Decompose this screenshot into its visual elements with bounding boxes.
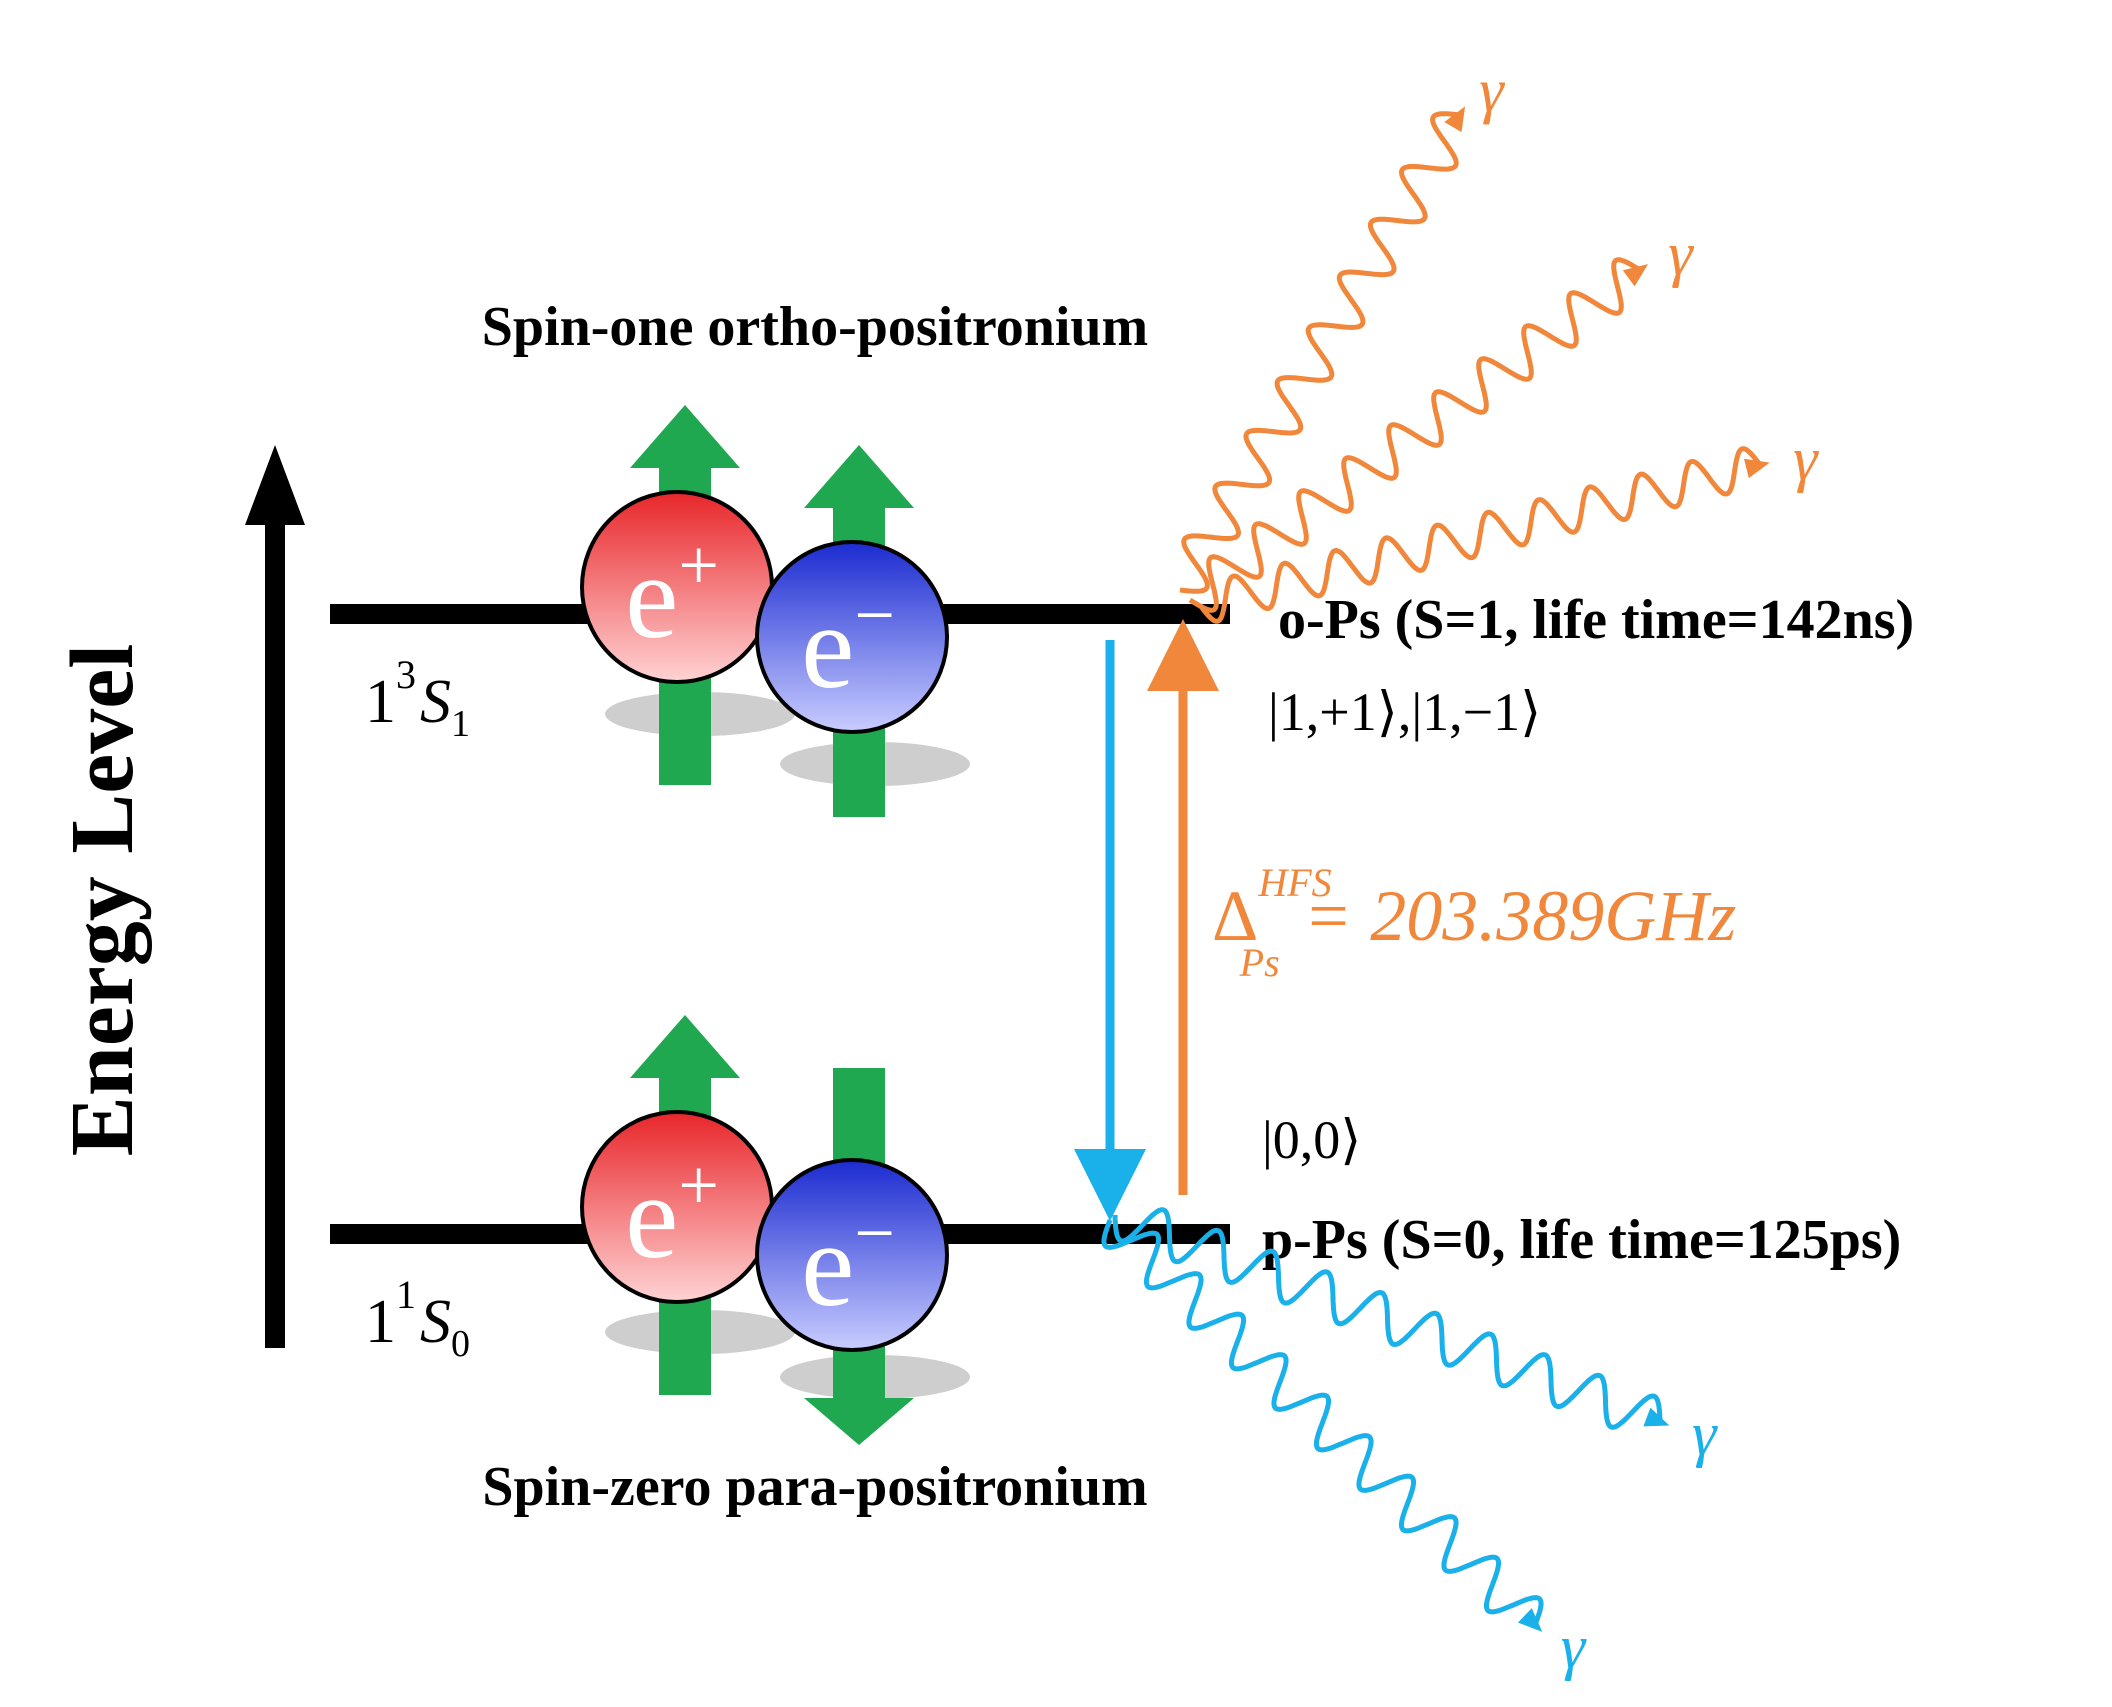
ortho-photon-arrowhead-3 (1743, 458, 1770, 479)
para-photon-arrowhead-2 (1517, 1608, 1543, 1632)
positron-label: e+ (625, 525, 719, 663)
ortho-photon-wave-1 (1179, 111, 1461, 594)
ortho-photon-symbol-2: γ (1668, 220, 1694, 288)
ortho-photon-wave-2 (1188, 257, 1642, 613)
ortho-photon-arrowhead-1 (1444, 106, 1466, 133)
ortho-photon-emission: γ γ γ (1179, 57, 1819, 624)
ortho-photon-symbol-1: γ (1479, 57, 1505, 125)
para-level-label: p-Ps (S=0, life time=125ps) (1262, 1209, 1901, 1271)
ortho-term-symbol: 13S1 (365, 652, 470, 745)
para-photon-symbol-2: γ (1561, 1614, 1587, 1682)
ortho-photon-arrowhead-2 (1622, 264, 1649, 287)
electron-sphere (755, 540, 949, 734)
ortho-states-label: |1,+1⟩,|1,−1⟩ (1268, 682, 1541, 742)
para-positronium-pair: e+ e− (580, 1015, 970, 1445)
para-photon-arrowhead-1 (1643, 1407, 1670, 1427)
para-title: Spin-zero para-positronium (482, 1456, 1147, 1518)
para-state-label: |0,0⟩ (1262, 1110, 1361, 1170)
ortho-positronium-pair: e+ e− (580, 405, 970, 817)
electron-spin-up-arrow-icon (804, 445, 914, 508)
electron-sphere (755, 1158, 949, 1352)
ortho-photon-symbol-3: γ (1793, 426, 1819, 494)
energy-axis-label: Energy Level (53, 644, 152, 1156)
ortho-level-label: o-Ps (S=1, life time=142ns) (1278, 589, 1914, 651)
para-photon-wave-1 (1112, 1207, 1663, 1430)
positron-label: e+ (625, 1145, 719, 1283)
positron-spin-up-arrow-icon (630, 405, 740, 468)
ortho-title: Spin-one ortho-positronium (482, 296, 1148, 358)
para-photon-emission: γγ (1101, 1207, 1718, 1682)
positron-spin-up-arrow-icon (630, 1015, 740, 1078)
para-photon-symbol-1: γ (1692, 1401, 1718, 1469)
ortho-photon-wave-3 (1197, 446, 1763, 624)
energy-axis: Energy Level (53, 445, 305, 1348)
electron-label: e− (801, 575, 895, 713)
para-photon-wave-2 (1101, 1219, 1544, 1626)
energy-axis-arrowhead (245, 445, 305, 525)
electron-label: e− (801, 1193, 895, 1331)
electron-spin-down-arrow-icon (804, 1398, 914, 1445)
para-term-symbol: 11S0 (365, 1272, 470, 1365)
